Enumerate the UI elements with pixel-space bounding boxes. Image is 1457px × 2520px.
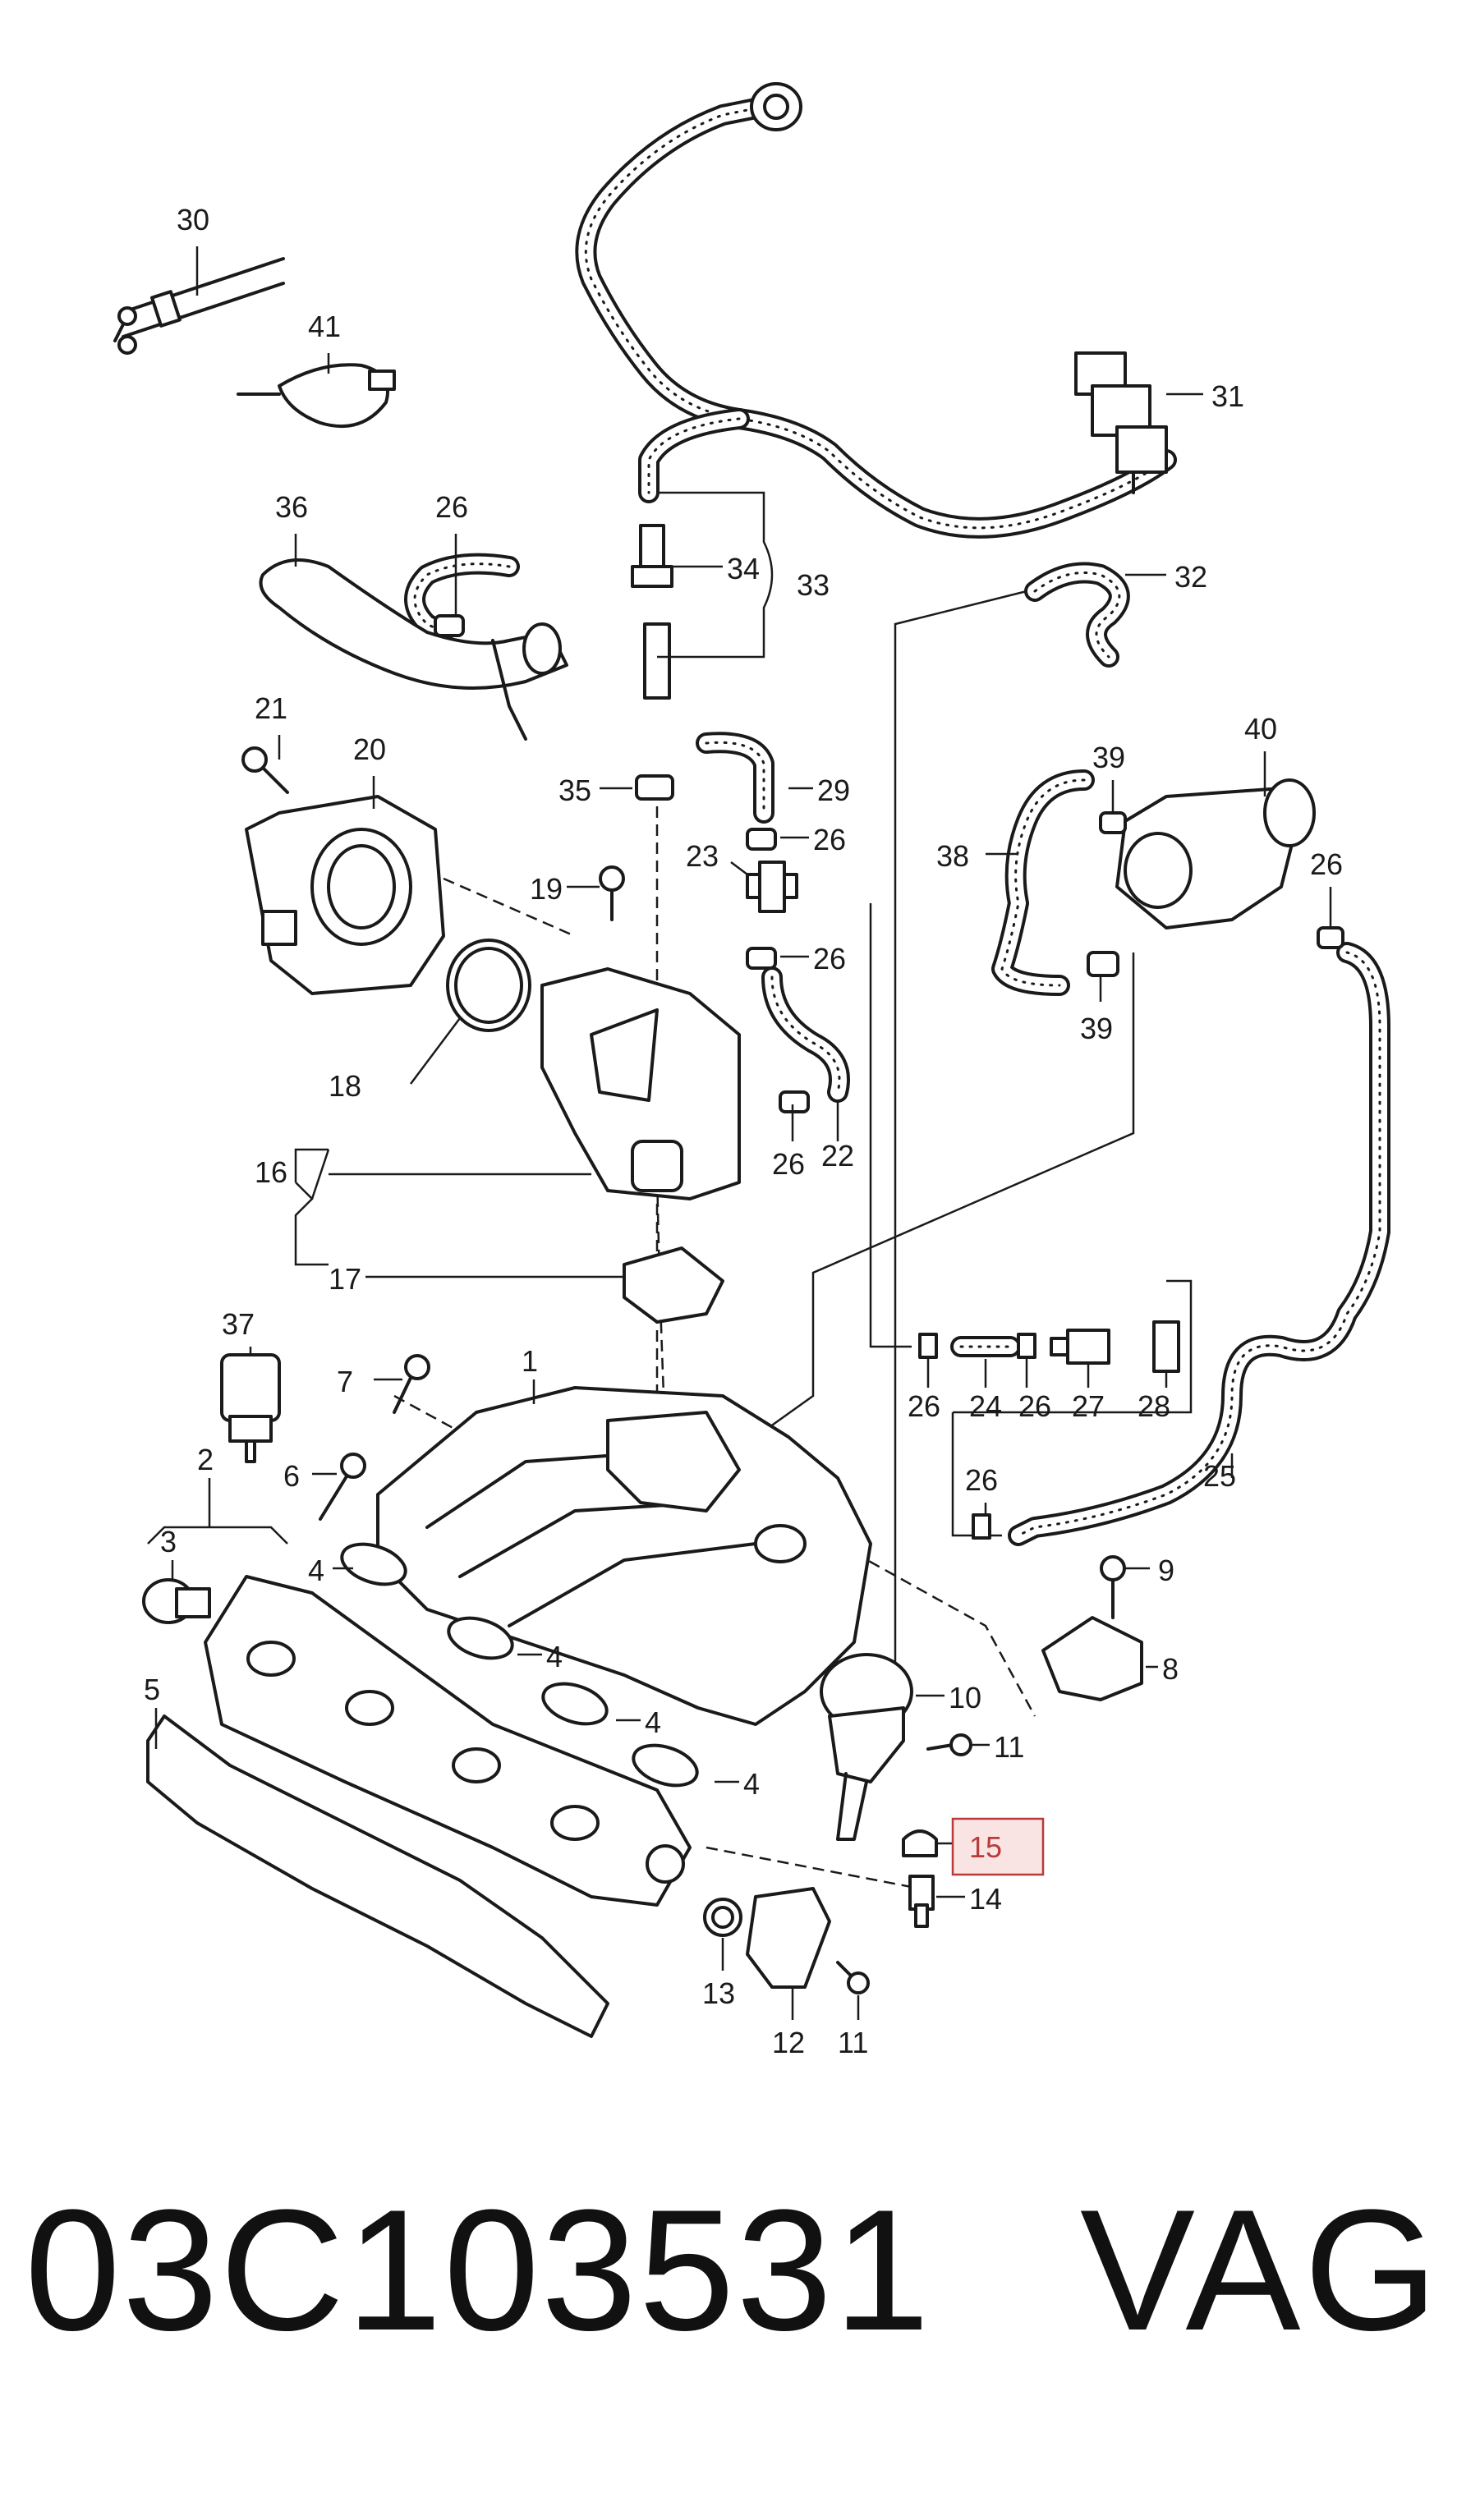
callout-18: 18 — [329, 1069, 361, 1103]
vacuum-hose-lines — [404, 96, 1390, 1546]
part-throttle-adapter — [540, 967, 741, 1200]
callout-14: 14 — [969, 1882, 1002, 1916]
callout-22: 22 — [821, 1139, 854, 1173]
callout-6: 6 — [283, 1459, 300, 1493]
part-seal-13 — [703, 1898, 742, 1937]
part-gasket-strip — [146, 1714, 609, 2038]
part-cable-tie — [113, 257, 285, 355]
callout-4-a: 4 — [308, 1554, 324, 1587]
part-air-valve — [1087, 778, 1316, 977]
callout-11-b: 11 — [838, 2026, 868, 2059]
callout-26-g: 26 — [1018, 1389, 1051, 1423]
part-gasket — [623, 1246, 724, 1324]
callout-20: 20 — [353, 732, 386, 766]
callout-29: 29 — [817, 773, 850, 807]
callout-24: 24 — [969, 1389, 1002, 1423]
part-intake-pipe — [259, 558, 568, 741]
part-manifold-flange — [204, 1575, 692, 1907]
callout-1: 1 — [522, 1344, 538, 1378]
part-throttle-body — [245, 795, 445, 995]
callout-41: 41 — [308, 310, 341, 343]
part-connector — [631, 524, 673, 700]
part-bolt-21 — [241, 746, 289, 794]
callout-4-c: 4 — [645, 1705, 661, 1739]
part-cap-15 — [902, 1829, 938, 1857]
callout-39-b: 39 — [1080, 1012, 1113, 1045]
callout-4-d: 4 — [743, 1767, 760, 1801]
callout-40: 40 — [1244, 712, 1277, 746]
callout-25: 25 — [1203, 1459, 1236, 1493]
callout-34: 34 — [727, 552, 760, 585]
part-bracket-8 — [1041, 1555, 1143, 1701]
callout-28: 28 — [1138, 1389, 1170, 1423]
callout-7: 7 — [337, 1365, 353, 1398]
part-clamp-35 — [635, 774, 674, 801]
part-hose-clamp — [237, 363, 396, 429]
callout-33: 33 — [797, 568, 830, 602]
callout-26-b: 26 — [813, 823, 846, 856]
callout-12: 12 — [772, 2026, 805, 2059]
callout-13: 13 — [702, 1976, 735, 2010]
callout-3: 3 — [160, 1525, 177, 1558]
callout-26-c: 26 — [813, 942, 846, 975]
callout-26-e: 26 — [772, 1147, 805, 1181]
part-position-sensor — [746, 1887, 831, 1989]
callout-27: 27 — [1072, 1389, 1105, 1423]
callout-26-f: 26 — [908, 1389, 940, 1423]
callout-37: 37 — [222, 1307, 255, 1341]
part-solenoid-valve — [1074, 351, 1168, 494]
callout-11-a: 11 — [994, 1730, 1024, 1764]
part-number: 03C103531 — [25, 2173, 931, 2366]
callout-5: 5 — [144, 1673, 160, 1706]
callout-8: 8 — [1162, 1652, 1179, 1686]
callout-10: 10 — [949, 1681, 981, 1714]
part-bolts-11 — [836, 1733, 972, 1994]
part-valve-14 — [908, 1875, 935, 1928]
brand-name: VAG — [1080, 2173, 1441, 2366]
callout-38: 38 — [936, 839, 969, 873]
part-temperature-sensor — [220, 1353, 281, 1463]
callout-26-h: 26 — [965, 1463, 998, 1497]
part-t-connector — [746, 861, 798, 913]
part-o-ring — [446, 939, 531, 1032]
part-bolt-19 — [599, 865, 625, 921]
part-vacuum-actuator — [820, 1653, 913, 1841]
callout-2: 2 — [197, 1443, 214, 1476]
callout-9: 9 — [1158, 1554, 1174, 1587]
callout-26-a: 26 — [435, 490, 468, 524]
callout-17: 17 — [329, 1262, 361, 1296]
callout-21: 21 — [255, 691, 287, 725]
callout-31: 31 — [1211, 379, 1244, 413]
highlight-box-15 — [951, 1817, 1045, 1876]
callout-26-d: 26 — [1310, 847, 1343, 881]
part-clamps-26 — [434, 614, 1344, 1113]
callout-32: 32 — [1174, 560, 1207, 594]
part-pressure-sensor — [142, 1578, 211, 1624]
part-hose-fitting — [750, 82, 802, 131]
callout-30: 30 — [177, 203, 209, 236]
callout-23: 23 — [686, 839, 719, 873]
callout-19: 19 — [530, 872, 563, 906]
callout-4-b: 4 — [546, 1640, 563, 1673]
part-bolts-7-6 — [319, 1354, 430, 1521]
callout-16: 16 — [255, 1155, 287, 1189]
leader-lines — [147, 246, 1332, 2020]
callout-15: 15 — [969, 1830, 1002, 1864]
callout-36: 36 — [275, 490, 308, 524]
callout-labels: 30 41 36 26 34 33 31 32 21 20 35 29 26 2… — [144, 203, 1343, 2059]
part-intake-manifold — [376, 1386, 872, 1726]
callout-39-a: 39 — [1092, 741, 1125, 774]
part-port-gaskets — [340, 1542, 699, 1788]
callout-35: 35 — [558, 773, 591, 807]
